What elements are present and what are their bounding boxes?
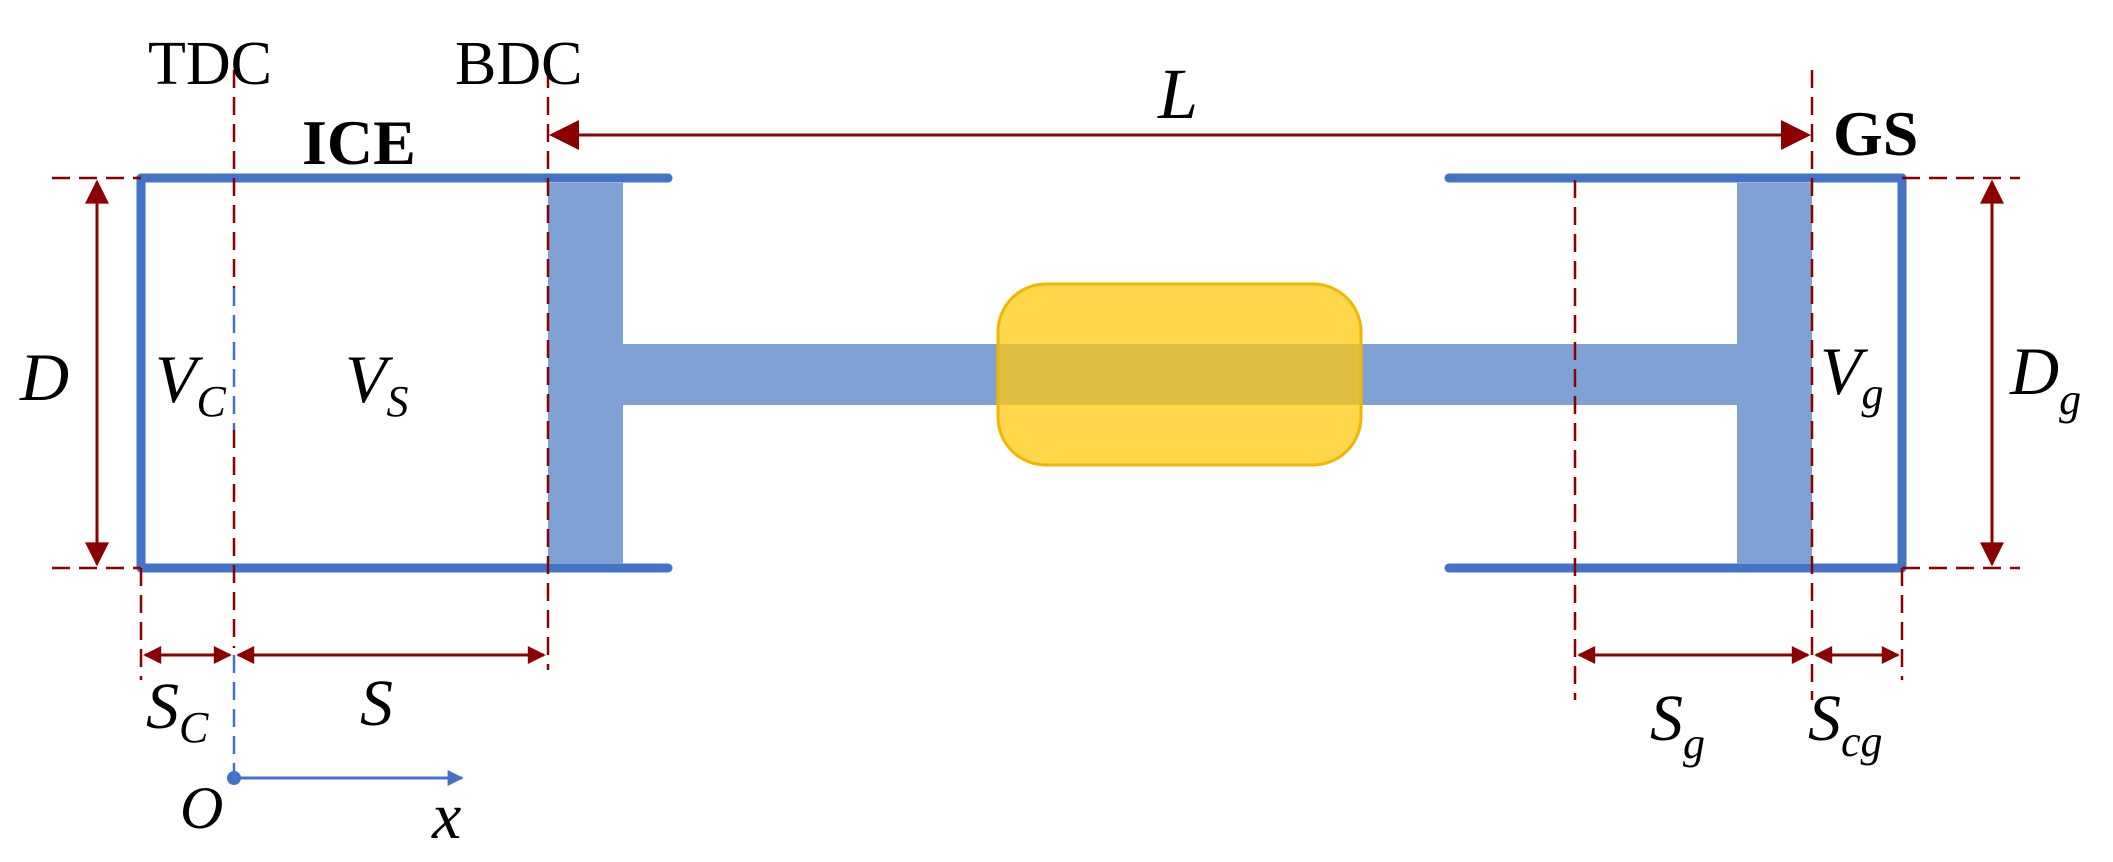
swept-volume-ice-label: VS <box>345 341 409 426</box>
ice-cylinder <box>136 173 673 573</box>
dimension-arrows <box>85 120 2004 664</box>
ice-bore-label: D <box>19 339 69 415</box>
gs-label: GS <box>1833 98 1918 169</box>
linear-generator-mover <box>996 282 1363 467</box>
clearance-length-gs-label: Scg <box>1808 682 1883 766</box>
clearance-length-ice-label: SC <box>146 670 209 752</box>
clearance-volume-ice-label: VC <box>155 341 227 426</box>
tdc-label: TDC <box>148 30 272 98</box>
x-axis-label: x <box>431 780 461 853</box>
bdc-label: BDC <box>455 30 582 98</box>
ice-label: ICE <box>302 107 416 178</box>
reference-lines <box>52 70 2020 700</box>
stroke-length-label: L <box>1157 54 1198 134</box>
volume-gs-label: Vg <box>1820 333 1884 418</box>
ice-piston <box>548 183 623 564</box>
gs-cylinder <box>1444 173 1907 573</box>
gs-bore-label: Dg <box>2009 333 2081 424</box>
origin-label: O <box>180 775 223 841</box>
coordinate-axis <box>227 770 464 786</box>
stroke-ice-label: S <box>360 667 393 740</box>
stroke-gs-label: Sg <box>1650 682 1705 768</box>
gs-piston <box>1737 183 1812 564</box>
